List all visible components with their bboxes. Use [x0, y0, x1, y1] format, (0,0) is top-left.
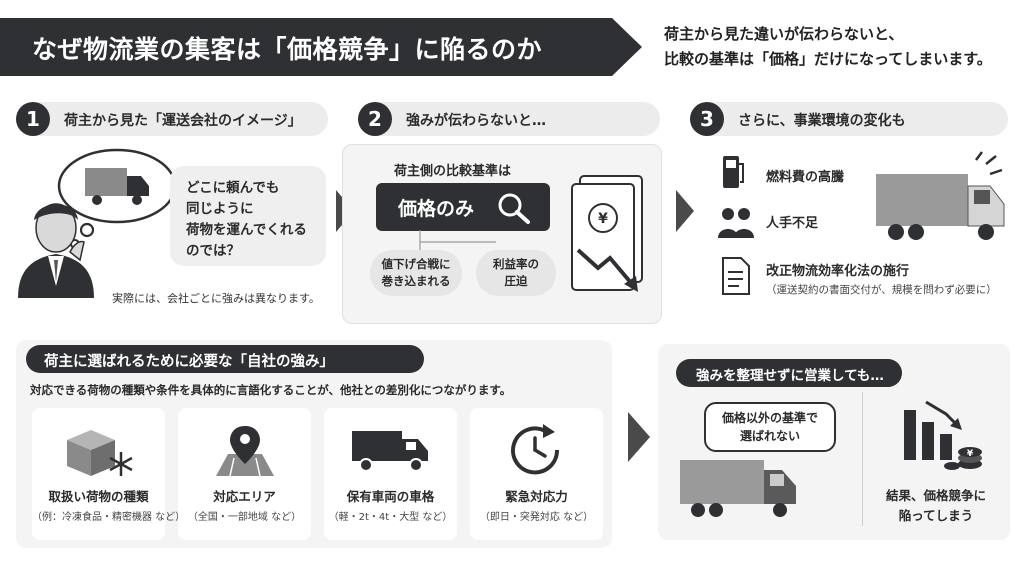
title-banner-shape: [0, 18, 642, 76]
connector-lines: [419, 230, 496, 252]
not-chosen-bubble: 価格以外の基準で 選ばれない: [704, 402, 836, 452]
effect1-line-1: 値下げ合戦に: [381, 257, 451, 271]
card-label: 取扱い荷物の種類: [48, 489, 149, 504]
effect2-line-1: 利益率の: [493, 257, 539, 271]
businessman-icon: [18, 203, 94, 298]
effect1-line-2: 巻き込まれる: [381, 274, 451, 288]
section2-heading-label: 強みが伝わらないと…: [406, 113, 546, 129]
fuel-cost-label: 燃料費の高騰: [766, 170, 845, 185]
yen-mark: ¥: [598, 211, 608, 227]
section2-heading: 2 強みが伝わらないと…: [358, 102, 660, 136]
subtitle-line-2: 比較の基準は「価格」だけになってしまいます。: [664, 50, 992, 68]
price-only-label: 価格のみ: [398, 198, 475, 220]
clock-icon: [510, 424, 559, 475]
outcome-divider: [862, 392, 863, 526]
effect2-line-2: 圧迫: [504, 274, 528, 288]
shipper-thought-bubble: どこに頼んでも 同じように 荷物を運んでくれる のでは？: [170, 166, 326, 266]
declining-invoice-icon: ¥: [571, 175, 643, 292]
thought-line-4: のでは？: [186, 243, 240, 259]
people-icon: [718, 208, 754, 238]
section1-heading: 1 荷主から見た「運送会社のイメージ」: [16, 102, 328, 136]
card-label: 保有車両の車格: [346, 489, 435, 504]
map-pin-icon: [215, 426, 274, 477]
card-sub: （例：冷凍食品・精密機器 など）: [32, 512, 186, 523]
card-sub: （軽・2t・4t・大型 など）: [328, 512, 453, 523]
chevron-right-icon: [628, 412, 650, 462]
section1-number: 1: [16, 102, 50, 136]
card-sub: （全国・一部地域 など）: [187, 512, 302, 523]
price-war-badge: 値下げ合戦に 巻き込まれる: [370, 250, 462, 296]
page-title: なぜ物流業の集客は「価格競争」に陥るのか: [32, 35, 543, 64]
yen-coin-mark: ¥: [967, 449, 974, 459]
strengths-heading: 荷主に選ばれるために必要な「自社の強み」: [26, 345, 424, 373]
strength-card-cargo: 取扱い荷物の種類 （例：冷凍食品・精密機器 など）: [32, 408, 186, 540]
declining-bar-chart-icon: ¥: [904, 400, 982, 470]
card-label: 対応エリア: [213, 489, 276, 504]
thought-line-3: 荷物を運んでくれる: [186, 222, 307, 238]
card-sub: （即日・突発対応 など）: [479, 512, 594, 523]
bubble-line-1: 価格以外の基準で: [721, 411, 818, 425]
logistics-law-label: 改正物流効率化法の施行: [766, 264, 910, 279]
strength-card-area: 対応エリア （全国・一部地域 など）: [178, 408, 311, 540]
section3-number: 3: [690, 102, 724, 136]
frozen-box-icon: [66, 430, 133, 476]
thought-line-1: どこに頼んでも: [186, 180, 280, 196]
section1-heading-label: 荷主から見た「運送会社のイメージ」: [64, 113, 302, 129]
section3-heading: 3 さらに、事業環境の変化も: [690, 102, 1008, 136]
truck-icon: [351, 431, 428, 472]
chevron-right-icon: [676, 190, 694, 232]
section3-heading-label: さらに、事業環境の変化も: [738, 113, 906, 129]
page-subtitle: 荷主から見た違いが伝わらないと、 比較の基準は「価格」だけになってしまいます。: [664, 22, 1014, 72]
result-line-2: 陥ってしまう: [898, 508, 974, 523]
outcome-heading: 強みを整理せずに営業しても…: [676, 359, 902, 387]
price-only-badge: 価格のみ: [376, 183, 550, 231]
outcome-result: 結果、価格競争に 陥ってしまう: [868, 486, 1004, 526]
fuel-pump-icon: [723, 156, 744, 188]
card-label: 緊急対応力: [505, 489, 568, 504]
result-line-1: 結果、価格競争に: [885, 488, 986, 503]
magnifier-icon: [498, 193, 530, 224]
truck-icon: [680, 460, 796, 517]
thought-cloud-icon: [57, 148, 177, 249]
section2-number: 2: [358, 102, 392, 136]
strengths-description: 対応できる荷物の種類や条件を具体的に言語化することが、他社との差別化につながりま…: [30, 383, 512, 397]
logistics-law-sub: （運送契約の書面交付が、規模を問わず必要に）: [766, 284, 997, 296]
subtitle-line-1: 荷主から見た違いが伝わらないと、: [664, 25, 904, 43]
outcome-heading-label: 強みを整理せずに営業しても…: [696, 368, 884, 384]
title-banner: なぜ物流業の集客は「価格競争」に陥るのか: [0, 18, 642, 76]
margin-pressure-badge: 利益率の 圧迫: [476, 250, 556, 296]
bubble-line-2: 選ばれない: [739, 429, 800, 443]
labor-shortage-label: 人手不足: [766, 216, 819, 231]
section1-note: 実際には、会社ごとに強みは異なります。: [112, 292, 320, 305]
document-icon: [722, 257, 750, 295]
section2-panel-title: 荷主側の比較基準は: [394, 164, 512, 179]
strength-card-vehicles: 保有車両の車格 （軽・2t・4t・大型 など）: [324, 408, 457, 540]
truck-icon: [876, 151, 1005, 240]
thought-line-2: 同じように: [186, 201, 254, 217]
strength-card-emergency: 緊急対応力 （即日・突発対応 など）: [470, 408, 603, 540]
strengths-heading-label: 荷主に選ばれるために必要な「自社の強み」: [44, 354, 334, 370]
